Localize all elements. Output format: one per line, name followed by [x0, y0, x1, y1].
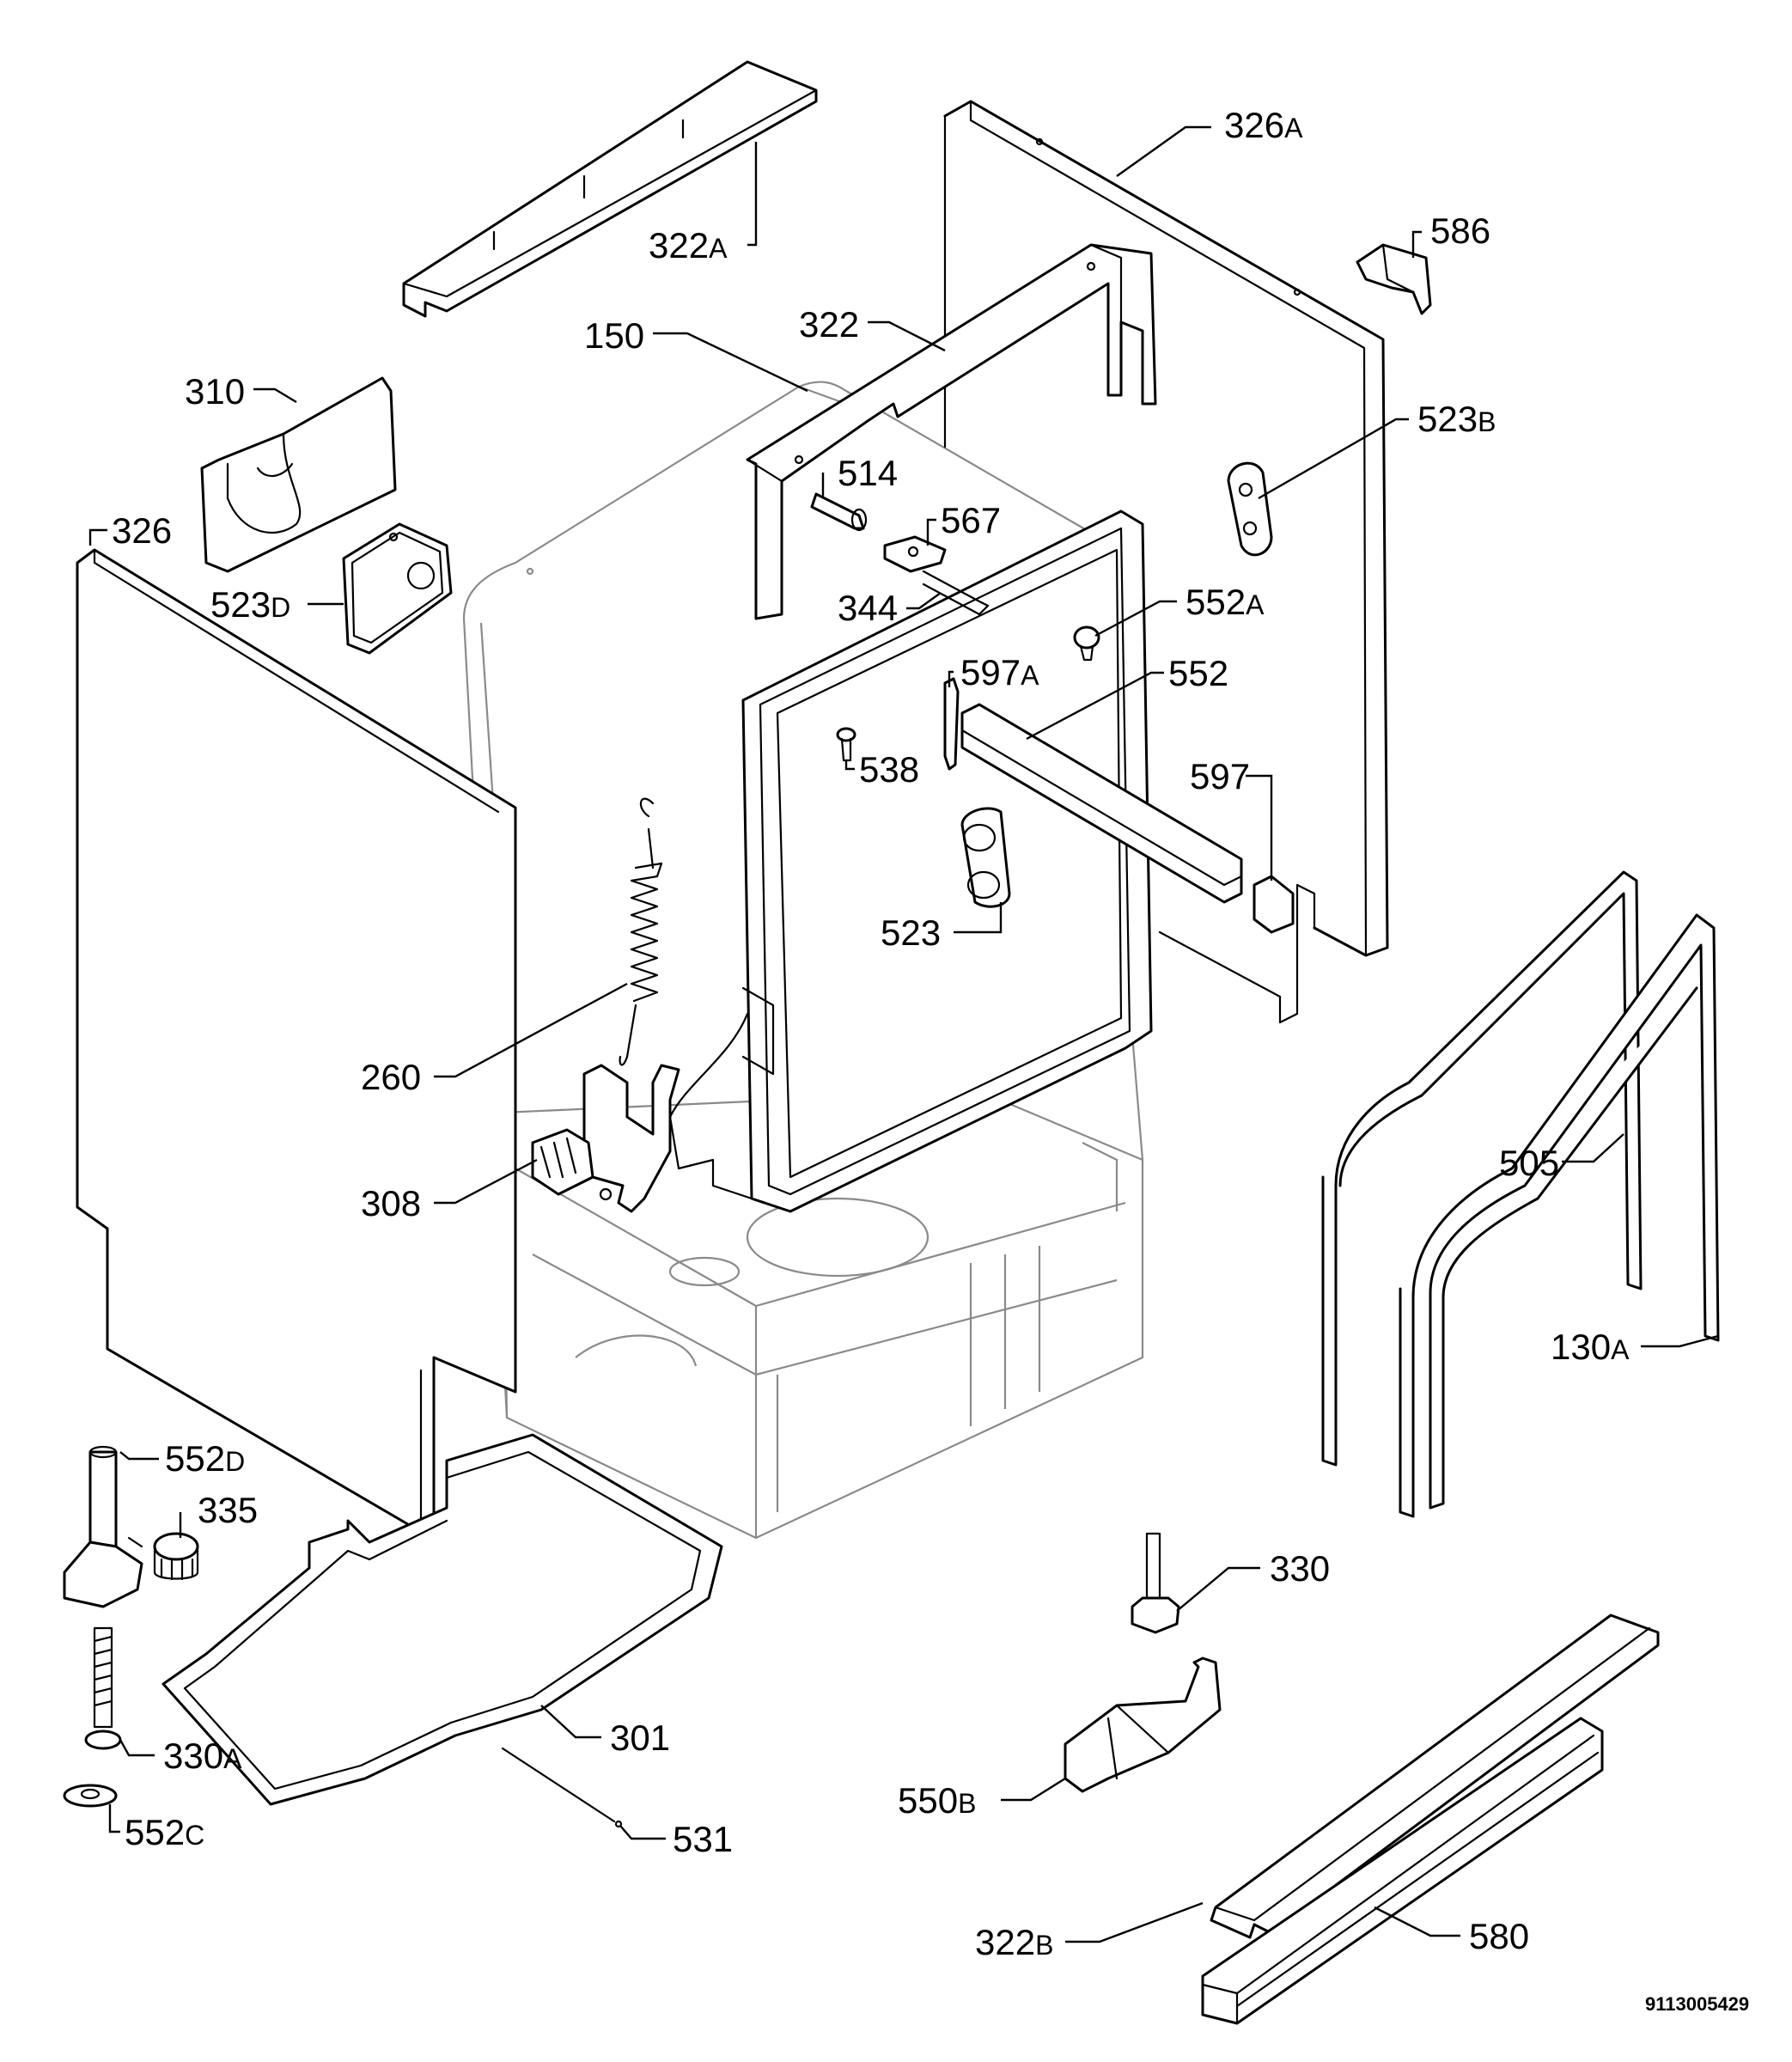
label-308: 308 — [361, 1183, 421, 1223]
label-260: 260 — [361, 1057, 421, 1097]
document-number: 9113005429 — [1645, 1993, 1749, 2015]
rail-552 — [960, 703, 1243, 904]
label-550B: 550B — [898, 1780, 976, 1821]
label-330: 330 — [1270, 1548, 1330, 1589]
label-322B: 322B — [975, 1922, 1053, 1962]
label-523: 523 — [881, 912, 941, 953]
leader-lines — [88, 125, 1719, 1943]
door-gasket-505 — [1321, 870, 1643, 1467]
top-frame-322 — [746, 243, 1157, 620]
label-523B: 523B — [1417, 399, 1496, 439]
label-538: 538 — [859, 749, 919, 790]
clip-567 — [883, 535, 947, 573]
screw-330A — [84, 1626, 122, 1750]
label-326: 326 — [112, 510, 172, 551]
label-130A: 130A — [1551, 1327, 1630, 1367]
label-552A: 552A — [1186, 582, 1265, 622]
spring-clip-344 — [922, 570, 990, 616]
front-frame — [668, 509, 1153, 1213]
bracket-550B — [1064, 1656, 1222, 1793]
gear-335 — [153, 1532, 199, 1581]
pin-597A — [943, 677, 960, 771]
washer-552C — [63, 1784, 118, 1808]
label-344: 344 — [838, 588, 898, 628]
spring-260 — [619, 797, 663, 1066]
label-322A: 322A — [649, 225, 728, 265]
label-531: 531 — [673, 1819, 733, 1859]
grommet-523B — [1227, 461, 1273, 557]
label-580: 580 — [1469, 1916, 1529, 1956]
label-597: 597 — [1190, 756, 1250, 796]
label-523D: 523D — [210, 584, 290, 625]
label-335: 335 — [198, 1490, 258, 1530]
callout-labels: 322A 326A 586 322 150 310 523B 514 326 5… — [112, 105, 1630, 1962]
label-514: 514 — [838, 453, 898, 493]
label-330A: 330A — [163, 1736, 242, 1776]
cover-plate-523D — [342, 522, 453, 655]
label-322: 322 — [799, 304, 859, 345]
rod-531 — [501, 1747, 623, 1828]
side-panel-326 — [76, 548, 517, 1531]
label-552: 552 — [1168, 653, 1228, 693]
cover-310 — [200, 376, 397, 573]
label-597A: 597A — [960, 652, 1039, 692]
label-326A: 326A — [1224, 105, 1303, 145]
knob-552A — [1073, 625, 1100, 662]
grommet-523 — [960, 807, 1011, 908]
label-310: 310 — [185, 371, 245, 412]
door-gasket-130A — [1399, 913, 1720, 1518]
label-567: 567 — [941, 500, 1001, 540]
kickplate-580 — [1201, 1717, 1604, 2025]
clip-597 — [1253, 875, 1295, 934]
label-301: 301 — [610, 1717, 670, 1758]
top-rail-322A — [402, 60, 818, 318]
foot-552D — [63, 1445, 143, 1608]
label-552C: 552C — [125, 1812, 204, 1852]
label-505: 505 — [1499, 1143, 1559, 1183]
pin-514 — [810, 492, 868, 532]
label-552D: 552D — [165, 1438, 245, 1479]
hinge-308 — [531, 1064, 680, 1213]
bracket-586 — [1356, 243, 1432, 315]
base-tray-301 — [162, 1433, 723, 1806]
leveling-foot-330 — [1131, 1532, 1180, 1634]
label-586: 586 — [1430, 210, 1490, 251]
label-150: 150 — [584, 315, 644, 356]
